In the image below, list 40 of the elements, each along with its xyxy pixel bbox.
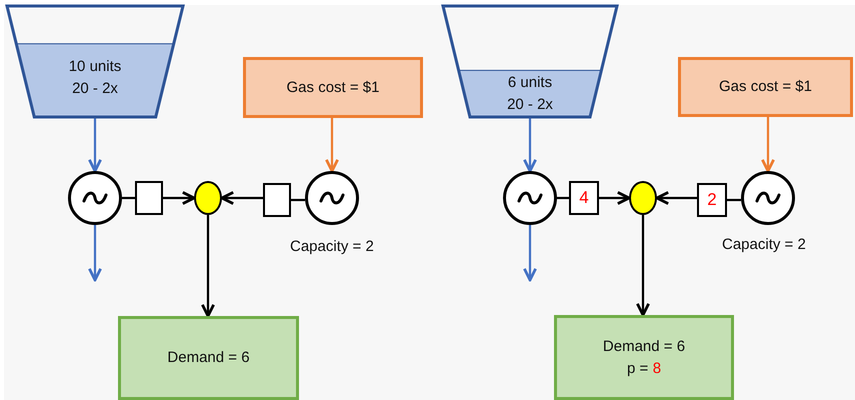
node-label: 20 - 2x	[507, 95, 553, 116]
connector-line	[122, 196, 135, 200]
arrow	[88, 117, 102, 172]
arrow	[523, 117, 537, 172]
connector-line	[291, 198, 305, 202]
demand-box	[554, 315, 734, 400]
node-label: Gas cost = $1	[719, 77, 812, 97]
node-label: 10 units	[68, 56, 122, 77]
node-label: 8	[652, 358, 662, 378]
capacity-label: Capacity = 2	[290, 238, 374, 255]
arrow	[163, 191, 196, 205]
reservoir-tank	[443, 6, 617, 117]
cost-box	[678, 57, 853, 117]
arrow	[88, 225, 102, 282]
flow-value: 4	[579, 187, 589, 209]
connector-line	[557, 196, 569, 200]
node-label: Gas cost = $1	[286, 78, 380, 98]
connector-line	[727, 198, 741, 202]
arrow	[201, 215, 215, 318]
reservoir-tank	[7, 6, 183, 117]
cost-box	[243, 57, 423, 118]
flow-value: 2	[707, 189, 717, 211]
flow-box	[263, 183, 291, 217]
arrow	[523, 225, 537, 282]
node-label: Demand = 6	[166, 348, 251, 368]
arrow	[599, 191, 630, 205]
node-label: 6 units	[508, 73, 552, 94]
arrow	[656, 191, 697, 205]
arrow	[761, 117, 775, 172]
flow-box	[135, 181, 163, 215]
arrow	[220, 191, 263, 205]
node-label: p =	[626, 358, 648, 378]
arrow	[325, 118, 339, 172]
flow-box	[697, 183, 727, 217]
arrow	[636, 215, 650, 316]
node-label: 20 - 2x	[72, 78, 118, 99]
capacity-label: Capacity = 2	[722, 236, 806, 253]
node-label: Demand = 6	[602, 336, 686, 356]
demand-box	[118, 316, 299, 400]
flow-box	[569, 181, 599, 215]
